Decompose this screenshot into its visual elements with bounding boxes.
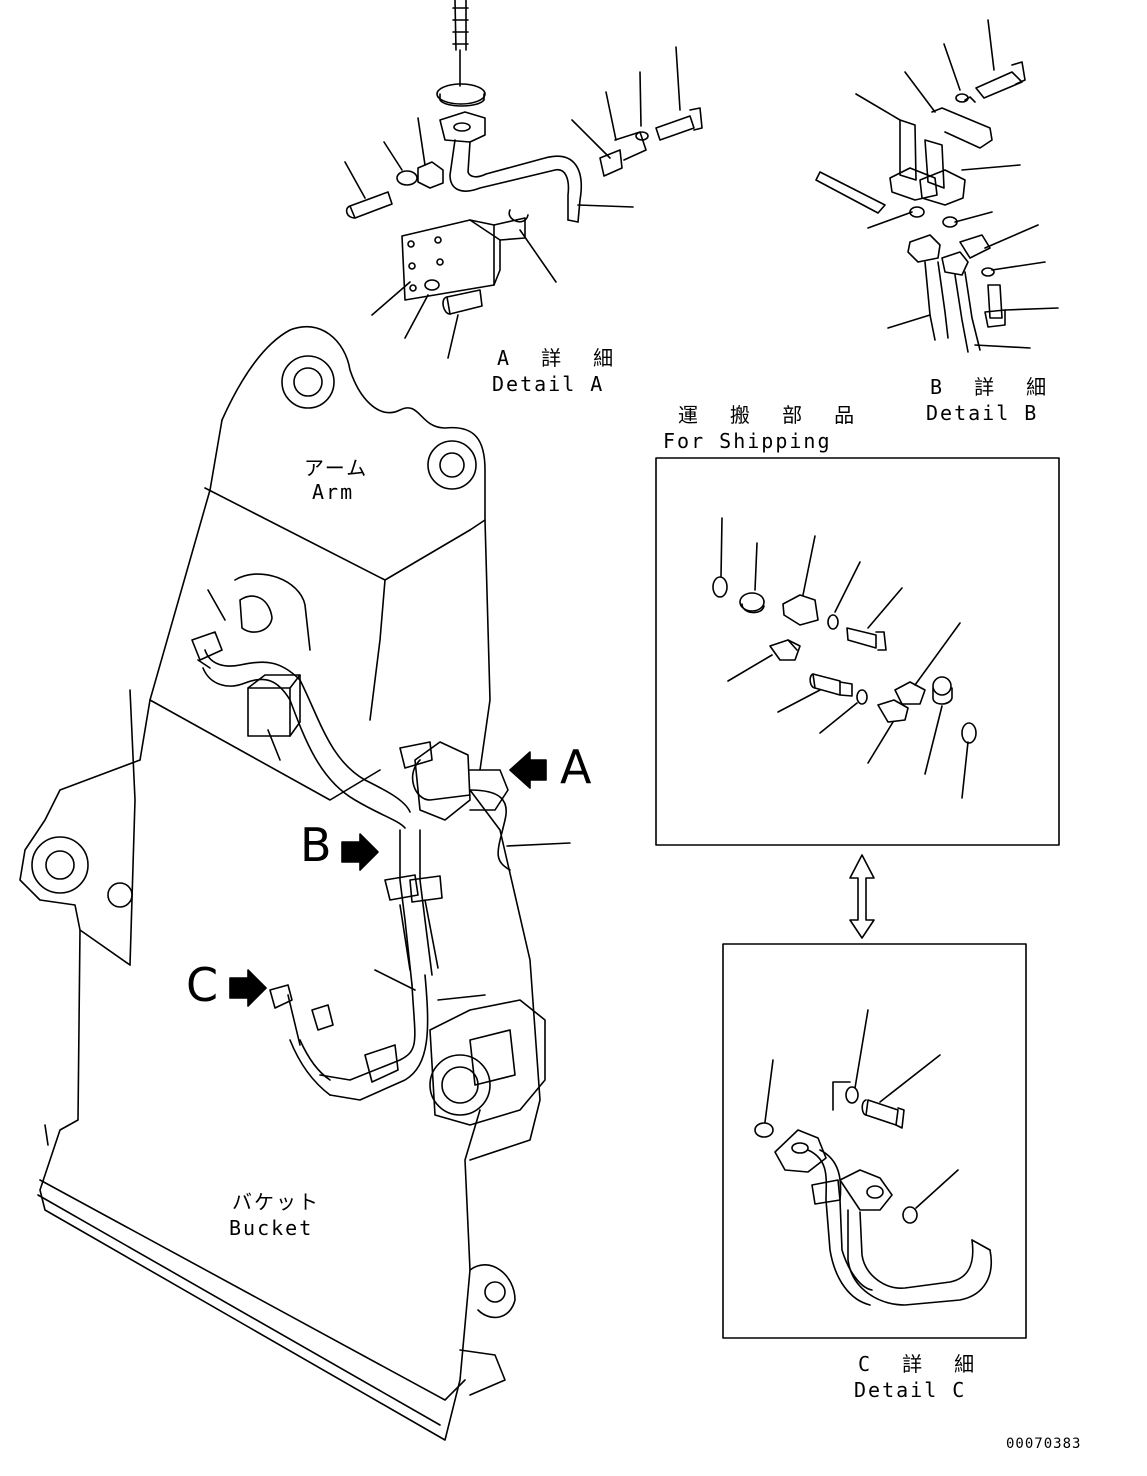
bucket-left-pin	[31, 836, 89, 894]
leader-lines-main	[207, 589, 571, 1001]
arm-label-jp: アーム	[304, 456, 369, 480]
arm-top-pin	[281, 355, 335, 409]
shipping-box	[655, 457, 1060, 846]
callout-c-label: C	[186, 958, 219, 1012]
arrow-a-icon	[509, 751, 547, 789]
bucket-label-jp: バケット	[232, 1190, 320, 1214]
callout-arrows	[229, 751, 547, 1007]
arrow-b-icon	[341, 833, 379, 871]
callout-a-label: A	[560, 740, 592, 794]
detail-a-title-en: Detail A	[492, 372, 605, 396]
drawing-number: 00070383	[1006, 1436, 1082, 1452]
main-hose-routing	[191, 631, 511, 1101]
arm-right-pin	[427, 440, 477, 490]
bucket-middle-pin	[107, 882, 133, 908]
bucket-label-en: Bucket	[229, 1216, 314, 1240]
shipping-title-jp: 運 搬 部 品	[678, 403, 865, 427]
detail-c-title-en: Detail C	[854, 1378, 967, 1402]
detail-a-title-jp: A 詳 細	[497, 346, 624, 370]
callout-b-label: B	[300, 818, 332, 872]
detail-c-title-jp: C 詳 細	[858, 1352, 985, 1376]
detail-b-title-en: Detail B	[926, 401, 1039, 425]
detail-b	[815, 19, 1059, 353]
arrow-c-icon	[229, 969, 267, 1007]
detail-c	[722, 943, 1027, 1339]
arm-outline	[139, 325, 491, 801]
bucket-outline	[19, 689, 546, 1441]
hose-bracket-left	[247, 687, 291, 737]
arm-label-en: Arm	[312, 480, 355, 504]
detail-a	[344, 0, 703, 359]
detail-b-title-jp: B 詳 細	[930, 375, 1057, 399]
shipping-title-en: For Shipping	[663, 429, 832, 453]
double-arrow-icon	[849, 854, 875, 939]
